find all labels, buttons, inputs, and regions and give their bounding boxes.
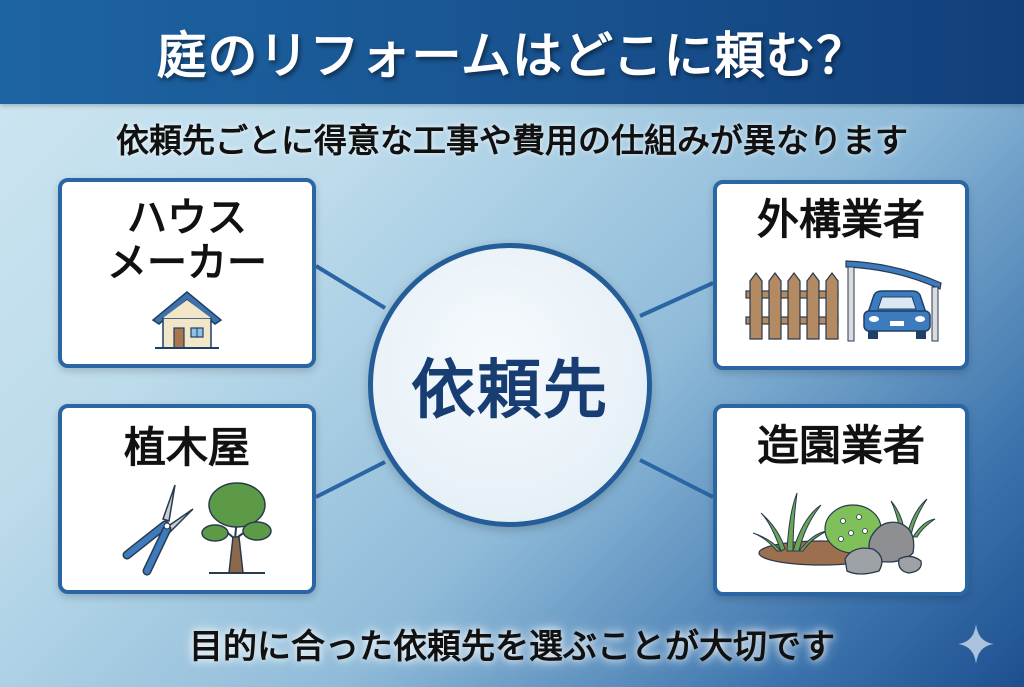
car-icon (863, 290, 931, 340)
card-house-maker: ハウス メーカー (58, 178, 316, 368)
fence-and-carport-icon (745, 260, 942, 342)
card-gardener: 植木屋 (58, 404, 316, 594)
carport-icon (845, 260, 942, 342)
house-icon (151, 290, 223, 349)
pruning-shears-and-tree-icon (122, 482, 272, 576)
center-circle: 依頼先 (368, 243, 652, 527)
plants-and-rocks-icon (752, 492, 936, 575)
page-title: 庭のリフォームはどこに頼む？ (156, 27, 868, 85)
tree-icon (201, 482, 272, 575)
card-landscaper: 造園業者 (713, 404, 969, 596)
card-exterior-contractor: 外構業者 (713, 180, 969, 370)
card-title: 造園業者 (756, 421, 925, 470)
sparkle-icon (958, 624, 994, 664)
card-title: ハウス メーカー (107, 195, 267, 286)
header-banner: 庭のリフォームはどこに頼む？ (0, 0, 1024, 104)
card-title: 植木屋 (123, 423, 250, 472)
footer-message: 目的に合った依頼先を選ぶことが大切です (189, 626, 835, 667)
center-label: 依頼先 (411, 354, 609, 428)
fence-icon (745, 272, 839, 340)
pruning-shears-icon (122, 484, 194, 576)
subtitle: 依頼先ごとに得意な工事や費用の仕組みが異なります (116, 121, 908, 160)
card-title: 外構業者 (756, 195, 925, 244)
